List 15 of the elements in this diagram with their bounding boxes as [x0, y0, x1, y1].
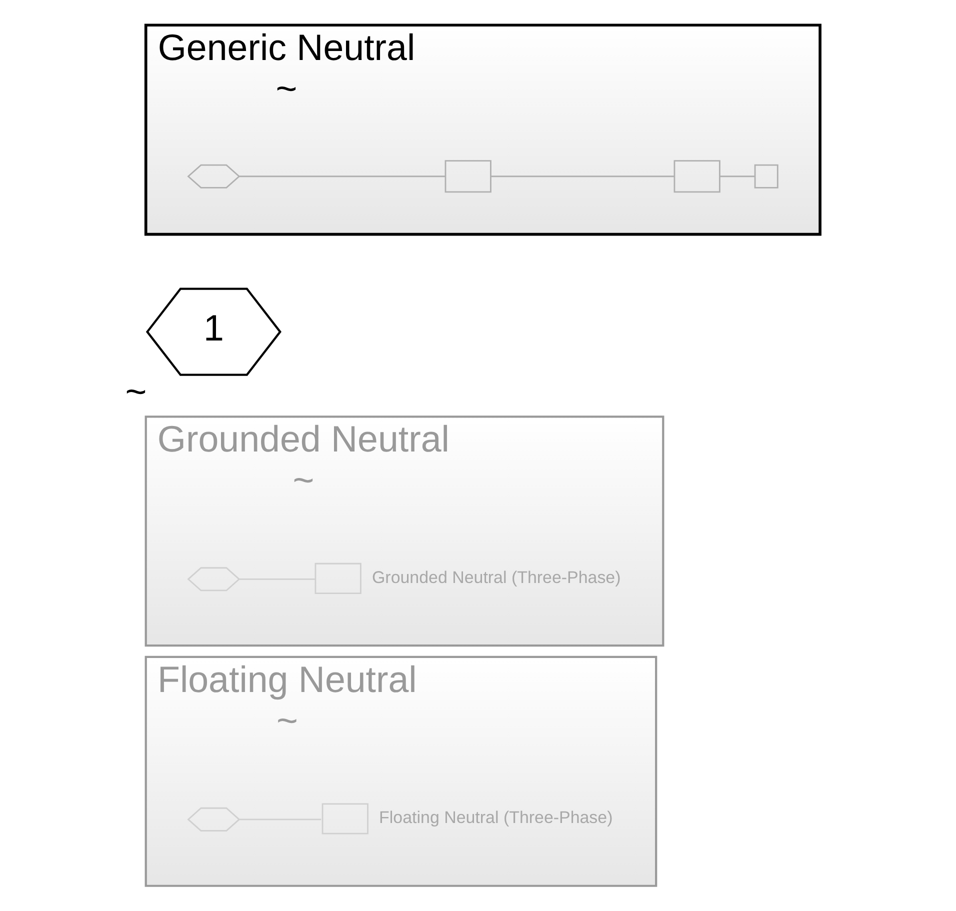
connector: [720, 176, 755, 178]
node-hexagon: [187, 807, 240, 832]
node-box: [674, 160, 720, 193]
node-box: [444, 160, 492, 193]
node-box: [754, 164, 778, 188]
cluster: Generic Neutral ~: [144, 24, 822, 236]
connector: [490, 176, 674, 178]
node-label: Floating Neutral (Three-Phase): [379, 808, 613, 828]
node-label: ~: [125, 370, 147, 412]
node-box: [314, 562, 362, 594]
node-hexagon: [187, 567, 240, 592]
connector: [239, 176, 446, 178]
node-label: Grounded Neutral (Three-Phase): [372, 568, 621, 587]
node-hexagon: [187, 164, 240, 188]
node-box: [322, 803, 368, 834]
